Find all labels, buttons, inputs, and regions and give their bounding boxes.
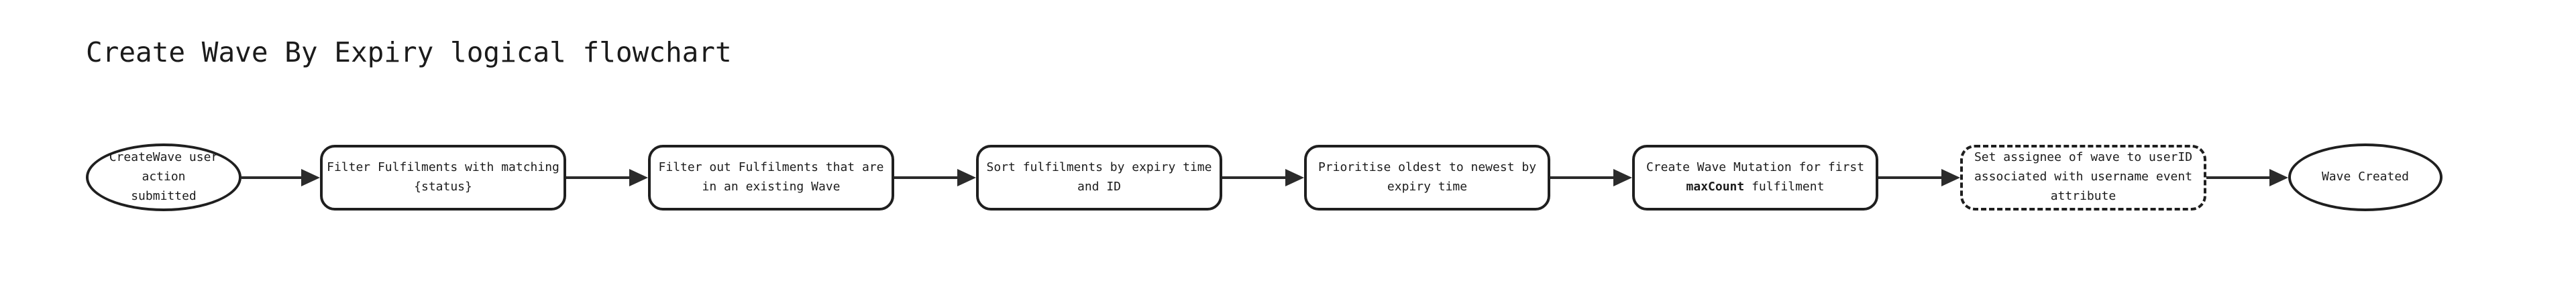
flow-arrow-5 xyxy=(1550,168,1632,186)
flow-node-start: CreateWave user action submitted xyxy=(86,143,241,211)
flow-node-set-assignee: Set assignee of wave to userID associate… xyxy=(1960,144,2206,211)
flow-node-prioritise-oldest: Prioritise oldest to newest by expiry ti… xyxy=(1304,144,1550,211)
flow-node-filter-matching-status-label: Filter Fulfilments with matching {status… xyxy=(327,160,559,194)
arrow-line xyxy=(1550,176,1613,179)
label-segment-bold-maxcount: maxCount xyxy=(1686,179,1745,194)
flow-node-create-wave-mutation: Create Wave Mutation for first maxCount … xyxy=(1632,144,1878,211)
arrow-line xyxy=(241,176,301,179)
flow-node-set-assignee-label: Set assignee of wave to userID associate… xyxy=(1974,150,2193,203)
arrow-line xyxy=(2206,176,2269,179)
flow-node-filter-matching-status: Filter Fulfilments with matching {status… xyxy=(320,144,566,211)
flow-node-filter-existing-wave: Filter out Fulfilments that are in an ex… xyxy=(648,144,894,211)
arrow-head-icon xyxy=(957,168,976,186)
arrow-head-icon xyxy=(629,168,648,186)
flow-node-sort-by-expiry-label: Sort fulfilments by expiry time and ID xyxy=(986,160,1212,194)
flow-arrow-4 xyxy=(1222,168,1304,186)
flowchart-row: CreateWave user action submitted Filter … xyxy=(86,143,2443,211)
flowchart-title: Create Wave By Expiry logical flowchart xyxy=(86,36,732,68)
arrow-head-icon xyxy=(1613,168,1632,186)
flow-node-prioritise-oldest-label: Prioritise oldest to newest by expiry ti… xyxy=(1318,160,1537,194)
flow-arrow-2 xyxy=(566,168,648,186)
flow-node-filter-existing-wave-label: Filter out Fulfilments that are in an ex… xyxy=(658,160,884,194)
arrow-head-icon xyxy=(1285,168,1304,186)
arrow-line xyxy=(894,176,957,179)
arrow-line xyxy=(566,176,629,179)
label-segment-after: fulfilment xyxy=(1744,179,1825,194)
flow-arrow-6 xyxy=(1878,168,1960,186)
arrow-head-icon xyxy=(1941,168,1960,186)
flow-arrow-7 xyxy=(2206,168,2288,186)
flow-node-create-wave-mutation-label: Create Wave Mutation for first maxCount … xyxy=(1638,158,1873,197)
flow-node-sort-by-expiry: Sort fulfilments by expiry time and ID xyxy=(976,144,1222,211)
flow-node-end-label: Wave Created xyxy=(2321,170,2410,184)
arrow-line xyxy=(1222,176,1285,179)
flow-node-start-label: CreateWave user action submitted xyxy=(109,150,219,203)
flow-node-end: Wave Created xyxy=(2288,143,2443,211)
flow-arrow-1 xyxy=(241,168,320,186)
arrow-head-icon xyxy=(301,168,320,186)
arrow-line xyxy=(1878,176,1941,179)
label-segment-before: Create Wave Mutation for first xyxy=(1646,160,1865,174)
arrow-head-icon xyxy=(2269,168,2288,186)
flow-arrow-3 xyxy=(894,168,976,186)
